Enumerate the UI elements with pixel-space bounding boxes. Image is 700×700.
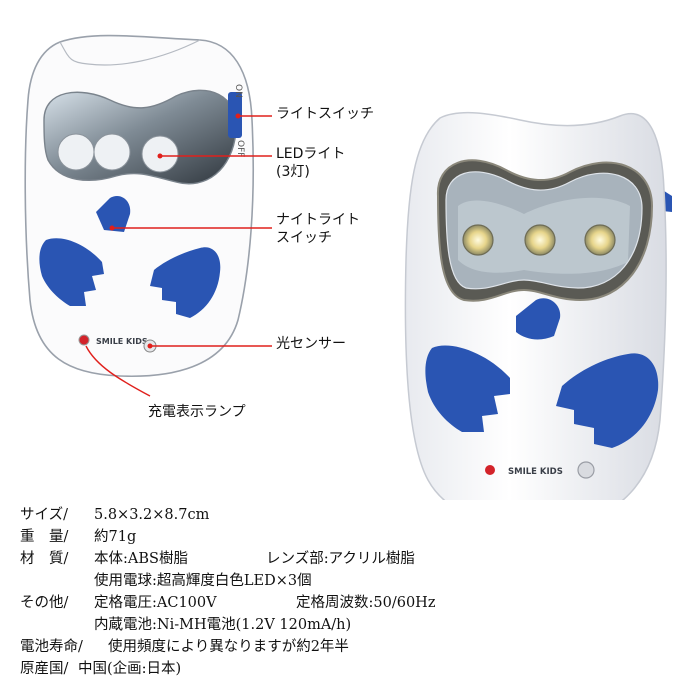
night-light-button-photo [516, 298, 561, 340]
spec-voltage: 定格電圧:AC100V [94, 595, 217, 611]
brand-text-drawing: SMILE KIDS [96, 337, 148, 346]
spec-material-body: 本体:ABS樹脂 [94, 551, 188, 567]
callout-light-switch: ライトスイッチ [276, 106, 374, 122]
right-wing-photo [556, 353, 659, 448]
light-switch-drawing [228, 92, 242, 138]
photo-device: SMILE KIDS [404, 111, 672, 500]
led-3 [584, 224, 616, 256]
callout-led-light: LEDライト [276, 146, 346, 162]
light-sensor-photo [577, 461, 595, 479]
spec-material-label: 材 質/ [20, 551, 69, 567]
callout-night-switch-line1: ナイトライト [276, 212, 360, 228]
callout-lines [85, 115, 272, 397]
left-wing-photo [425, 345, 510, 432]
spec-size-label: サイズ/ [20, 507, 68, 523]
right-wing-drawing [150, 247, 221, 318]
spec-frequency: 定格周波数:50/60Hz [296, 595, 436, 611]
switch-off-text: OFF [235, 140, 245, 157]
switch-on-text: ON [233, 84, 243, 98]
line-drawing-device: ON OFF SMILE KIDS [24, 34, 255, 378]
product-illustration: ON OFF SMILE KIDS [24, 34, 672, 500]
charge-lamp-photo [485, 465, 495, 475]
night-light-switch-drawing [96, 195, 131, 232]
led-1 [462, 224, 494, 256]
callout-dots [109, 113, 241, 349]
spec-other-label: その他/ [20, 595, 69, 611]
led-2 [524, 224, 556, 256]
left-wing-drawing [39, 238, 104, 306]
brand-text-photo: SMILE KIDS [508, 467, 563, 477]
charge-lamp-drawing [78, 334, 90, 346]
spec-battery-life-label: 電池寿命/ [20, 639, 83, 655]
spec-weight-label: 重 量/ [20, 529, 69, 545]
spec-battery: 内蔵電池:Ni-MH電池(1.2V 120mA/h) [94, 617, 352, 633]
callout-light-sensor: 光センサー [276, 336, 346, 352]
spec-origin-value: 中国(企画:日本) [78, 661, 182, 677]
spec-battery-life-value: 使用頻度により異なりますが約2年半 [108, 639, 349, 655]
spec-material-lens: レンズ部:アクリル樹脂 [266, 551, 415, 567]
callout-charge-lamp: 充電表示ランプ [148, 404, 246, 420]
spec-size-value: 5.8×3.2×8.7cm [94, 507, 210, 523]
callout-night-switch-line2: スイッチ [276, 230, 332, 246]
spec-origin-label: 原産国/ [20, 661, 69, 677]
callout-led-count: (3灯) [276, 164, 310, 180]
spec-weight-value: 約71g [94, 529, 137, 545]
spec-bulb: 使用電球:超高輝度白色LED×3個 [94, 573, 312, 589]
